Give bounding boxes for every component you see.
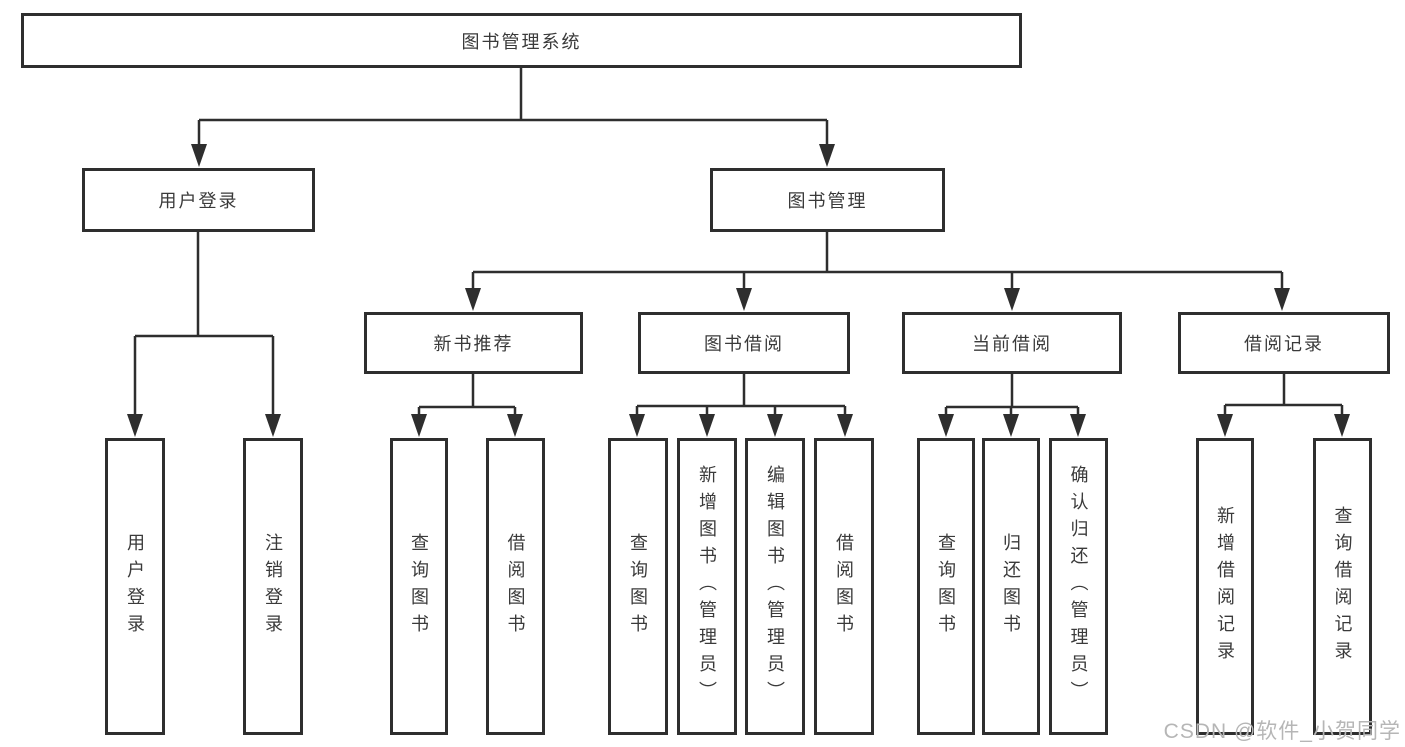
arrowhead [1070,414,1086,437]
node-borrowing-records: 借阅记录 [1178,312,1390,374]
arrowhead [629,414,645,437]
leaf-edit-books-admin-label: 编辑图书（管理员） [765,465,785,708]
leaf-query-borrow-record: 查询借阅记录 [1313,438,1372,735]
csdn-watermark: CSDN @软件_小贺同学 [1163,720,1401,743]
leaf-query-books-recommendation-label: 查询图书 [409,532,429,641]
arrowhead [265,414,281,437]
leaf-query-books-recommendation: 查询图书 [390,438,448,735]
arrowhead [507,414,523,437]
leaf-logout-label: 注销登录 [263,532,283,641]
leaf-add-books-admin-label: 新增图书（管理员） [697,465,717,708]
arrowhead [191,144,207,167]
node-book-management: 图书管理 [710,168,945,232]
leaf-borrow-books-recommendation-label: 借阅图书 [505,532,526,641]
connector-bookborrow-group [635,374,847,420]
leaf-add-borrow-record: 新增借阅记录 [1196,438,1254,735]
leaf-query-books-borrowing-label: 查询图书 [628,532,648,641]
node-new-book-recommendation: 新书推荐 [364,312,583,374]
arrowhead [1004,288,1020,311]
connector-currentborrow-group [944,374,1080,420]
arrowhead [938,414,954,437]
arrowhead [819,144,835,167]
connector-newbookrec-group [417,374,517,420]
connector-root-to-level2 [197,68,829,150]
leaf-confirm-return-admin: 确认归还（管理员） [1049,438,1108,735]
leaf-confirm-return-admin-label: 确认归还（管理员） [1068,465,1089,708]
node-current-borrowing: 当前借阅 [902,312,1122,374]
arrowhead [411,414,427,437]
arrowhead [736,288,752,311]
leaf-borrow-books-borrowing-label: 借阅图书 [834,532,854,641]
leaf-logout: 注销登录 [243,438,303,735]
node-library-management-system: 图书管理系统 [21,13,1022,68]
leaf-borrow-books-borrowing: 借阅图书 [814,438,874,735]
arrowhead [1334,414,1350,437]
arrowhead [1003,414,1019,437]
node-user-login: 用户登录 [82,168,315,232]
leaf-return-books: 归还图书 [982,438,1040,735]
arrowhead [1274,288,1290,311]
arrowhead [699,414,715,437]
leaf-query-books-borrowing: 查询图书 [608,438,668,735]
leaf-user-login-label: 用户登录 [125,532,145,641]
leaf-add-books-admin: 新增图书（管理员） [677,438,737,735]
arrowhead [465,288,481,311]
arrowhead [837,414,853,437]
leaf-user-login: 用户登录 [105,438,165,735]
leaf-borrow-books-recommendation: 借阅图书 [486,438,545,735]
arrowhead [127,414,143,437]
arrowhead [1217,414,1233,437]
connector-borrowrecords-group [1223,374,1344,420]
connector-bookmgmt-to-level3 [471,232,1284,295]
leaf-query-borrow-record-label: 查询借阅记录 [1332,505,1353,668]
leaf-query-books-current-label: 查询图书 [936,532,956,641]
leaf-edit-books-admin: 编辑图书（管理员） [745,438,805,735]
arrowhead [767,414,783,437]
leaf-query-books-current: 查询图书 [917,438,975,735]
node-book-borrowing: 图书借阅 [638,312,850,374]
leaf-add-borrow-record-label: 新增借阅记录 [1215,505,1235,668]
leaf-return-books-label: 归还图书 [1001,532,1021,641]
connector-userlogin-group [133,232,275,420]
